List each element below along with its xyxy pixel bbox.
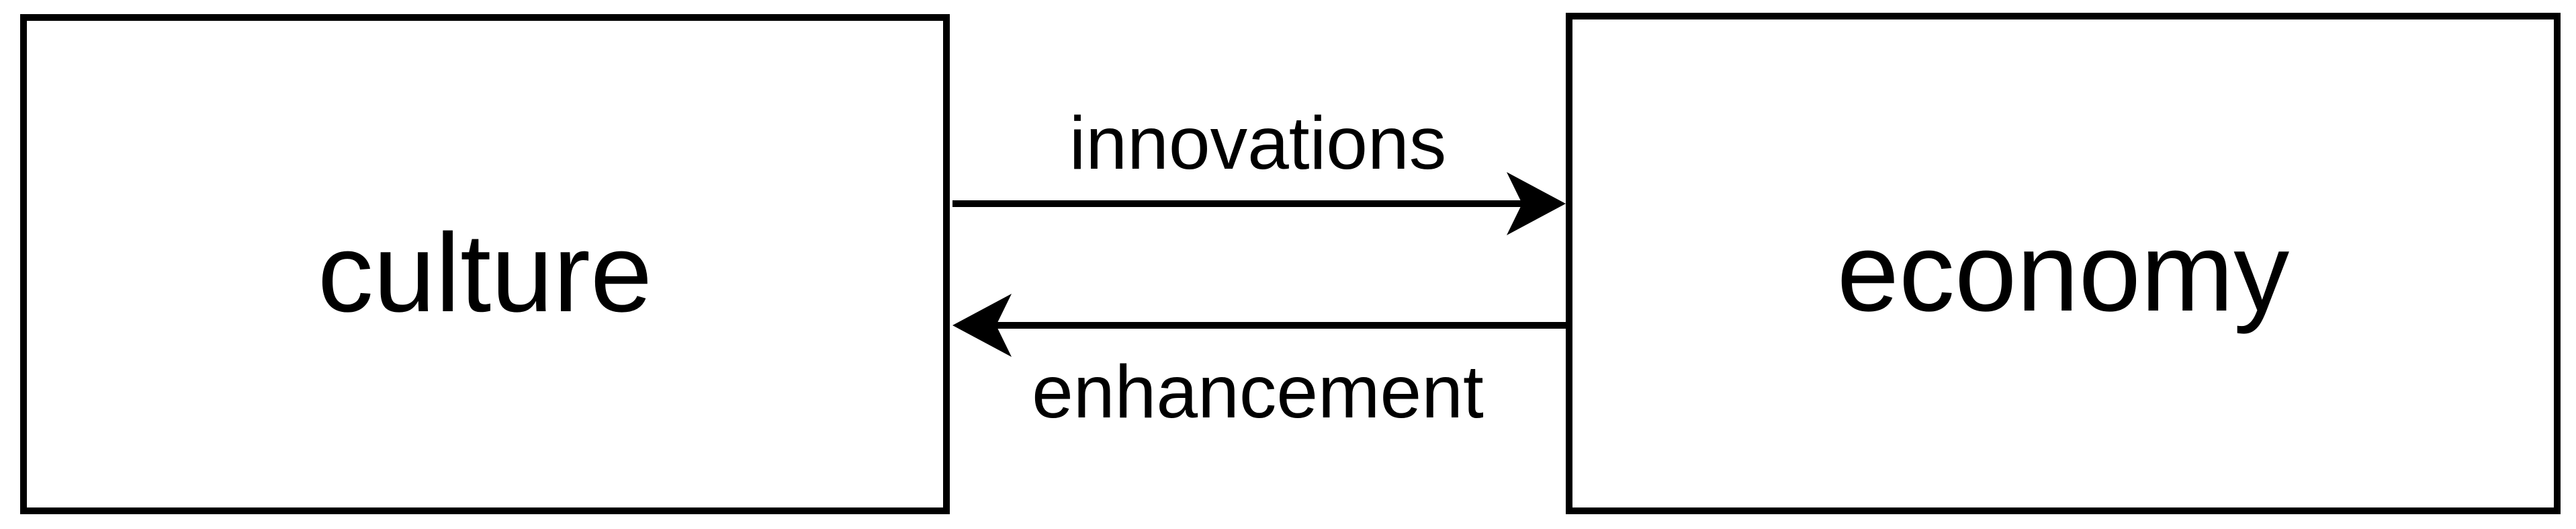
enhancement-arrow <box>952 294 1566 357</box>
node-culture-label: culture <box>317 211 653 335</box>
node-economy: economy <box>1566 13 2561 514</box>
arrowhead-left-icon <box>952 294 1012 357</box>
edge-label-enhancement: enhancement <box>1032 350 1484 434</box>
node-culture: culture <box>20 14 950 514</box>
node-economy-label: economy <box>1836 210 2290 335</box>
edge-label-innovations: innovations <box>1069 101 1447 185</box>
